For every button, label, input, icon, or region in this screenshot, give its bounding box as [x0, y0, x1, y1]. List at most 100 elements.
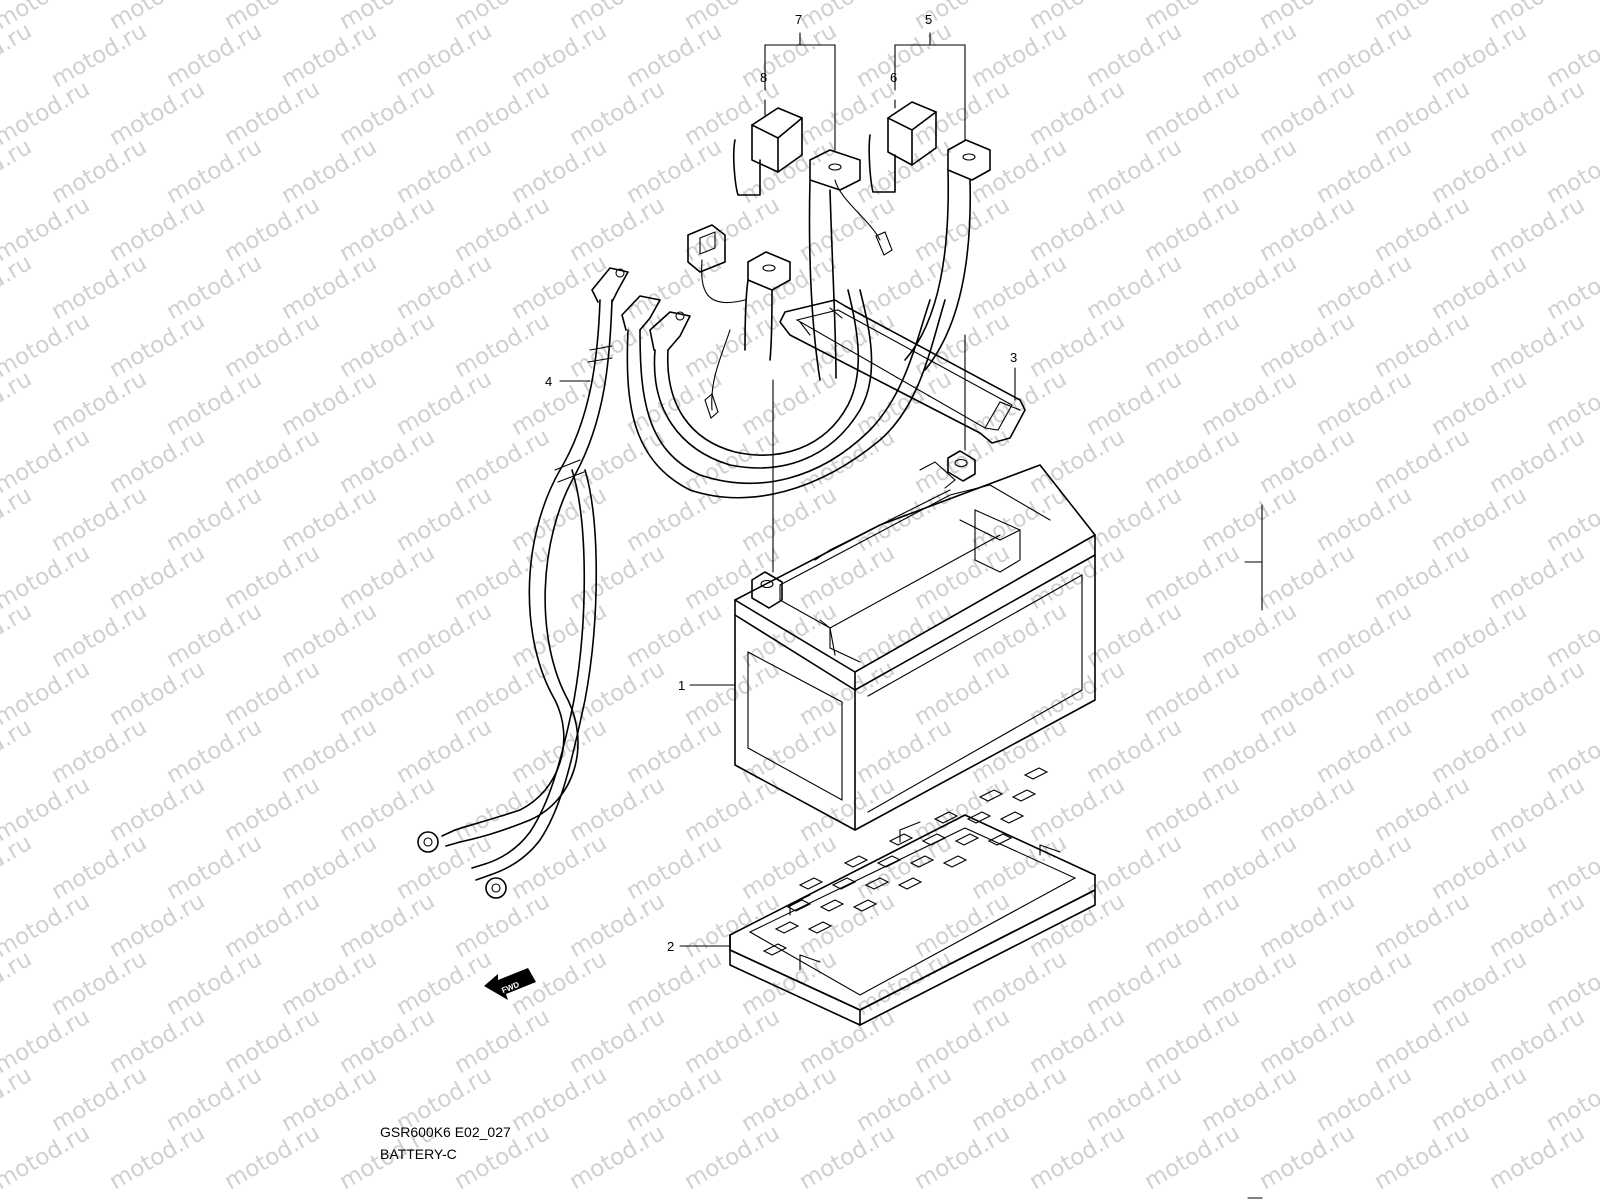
watermark-text: motod.ru [277, 830, 381, 905]
watermark-text: motod.ru [105, 424, 209, 499]
watermark-text: motod.ru [450, 1004, 554, 1079]
watermark-text: motod.ru [1427, 598, 1531, 673]
watermark-text: motod.ru [1255, 540, 1359, 615]
watermark-text: motod.ru [1255, 424, 1359, 499]
tray-slot [774, 921, 800, 934]
tray-slot [954, 833, 980, 846]
watermark-text: motod.ru [1197, 946, 1301, 1021]
watermark-text: motod.ru [277, 714, 381, 789]
watermark-text: motod.ru [1427, 946, 1531, 1021]
tray-slot [933, 811, 959, 824]
watermark-text: motod.ru [0, 714, 36, 789]
watermark-text: motod.ru [105, 76, 209, 151]
watermark-text: motod.ru [220, 772, 324, 847]
watermark-text: motod.ru [1197, 366, 1301, 441]
watermark-text: motod.ru [1370, 540, 1474, 615]
watermark-text: motod.ru [795, 76, 899, 151]
watermark-text: motod.ru [450, 76, 554, 151]
watermark-text: motod.ru [392, 482, 496, 557]
watermark-text: motod.ru [162, 830, 266, 905]
tray-slot-grid [762, 767, 1049, 956]
watermark-text: motod.ru [1082, 18, 1186, 93]
watermark-text: motod.ru [795, 1004, 899, 1079]
section-title: BATTERY-C [380, 1146, 457, 1162]
watermark-text: motod.ru [680, 1004, 784, 1079]
watermark-text: motod.ru [1140, 540, 1244, 615]
watermark-text: motod.ru [105, 308, 209, 383]
watermark-text: motod.ru [967, 134, 1071, 209]
watermark-text: motod.ru [335, 192, 439, 267]
watermark-text: motod.ru [852, 18, 956, 93]
watermark-text: motod.ru [1485, 656, 1589, 731]
watermark-text: motod.ru [105, 772, 209, 847]
watermark-text: motod.ru [737, 1062, 841, 1137]
watermark-text: motod.ru [335, 76, 439, 151]
watermark-text: motod.ru [162, 18, 266, 93]
watermark-text: motod.ru [737, 366, 841, 441]
watermark-text: motod.ru [277, 18, 381, 93]
watermark-text: motod.ru [507, 18, 611, 93]
watermark-text: motod.ru [795, 540, 899, 615]
watermark-text: motod.ru [622, 598, 726, 673]
watermark-text: motod.ru [1140, 192, 1244, 267]
watermark-text: motod.ru [0, 1062, 36, 1137]
watermark-text: motod.ru [450, 540, 554, 615]
watermark-text: motod.ru [795, 1120, 899, 1195]
watermark-text: motod.ru [680, 1120, 784, 1195]
watermark-text: motod.ru [1082, 598, 1186, 673]
watermark-text: motod.ru [450, 656, 554, 731]
watermark-text: motod.ru [277, 946, 381, 1021]
watermark-text: motod.ru [1370, 424, 1474, 499]
watermark-text: motod.ru [450, 308, 554, 383]
watermark-text: motod.ru [47, 830, 151, 905]
watermark-text: motod.ru [1312, 714, 1416, 789]
watermark-text: motod.ru [910, 308, 1014, 383]
watermark-text: motod.ru [1140, 308, 1244, 383]
tray-slot [852, 899, 878, 912]
watermark-text: motod.ru [220, 888, 324, 963]
watermark-text: motod.ru [1082, 714, 1186, 789]
watermark-text: motod.ru [1312, 366, 1416, 441]
watermark-text: motod.ru [335, 772, 439, 847]
watermark-text: motod.ru [105, 1004, 209, 1079]
watermark-text: motod.ru [1312, 134, 1416, 209]
watermark-text: motod.ru [852, 134, 956, 209]
watermark-text: motod.ru [105, 656, 209, 731]
cable-harness [417, 259, 946, 899]
watermark-text: motod.ru [1082, 1062, 1186, 1137]
watermark-text: motod.ru [392, 18, 496, 93]
terminal-covers [687, 139, 991, 381]
watermark-text: motod.ru [162, 482, 266, 557]
watermark-text: motod.ru [162, 714, 266, 789]
tray-slot [762, 943, 788, 956]
watermark-text: motod.ru [795, 192, 899, 267]
watermark-text: motod.ru [0, 250, 36, 325]
watermark-text: motod.ru [1427, 830, 1531, 905]
model-code: GSR600K6 E02_027 [380, 1124, 511, 1140]
watermark-text: motod.ru [622, 946, 726, 1021]
watermark-text: motod.ru [220, 76, 324, 151]
watermark-text: motod.ru [392, 946, 496, 1021]
watermark-text: motod.ru [680, 192, 784, 267]
watermark-text: motod.ru [910, 424, 1014, 499]
watermark-text: motod.ru [1312, 830, 1416, 905]
tray-slot [942, 855, 968, 868]
watermark-text: motod.ru [1140, 76, 1244, 151]
watermark-text: motod.ru [680, 888, 784, 963]
watermark-text: motod.ru [0, 1120, 94, 1195]
watermark-text: motod.ru [1312, 598, 1416, 673]
watermark-text: motod.ru [1485, 1120, 1589, 1195]
watermark-text: motod.ru [1312, 18, 1416, 93]
watermark-text: motod.ru [910, 1004, 1014, 1079]
callout-2: 2 [667, 939, 674, 954]
watermark-text: motod.ru [1255, 192, 1359, 267]
watermark-text: motod.ru [680, 424, 784, 499]
watermark-text: motod.ru [1312, 1062, 1416, 1137]
watermark-text: motod.ru [1485, 772, 1589, 847]
tray-slot [888, 833, 914, 846]
watermark-text: motod.ru [1427, 714, 1531, 789]
watermark-text: motod.ru [565, 888, 669, 963]
watermark-text: motod.ru [507, 134, 611, 209]
watermark-text: motod.ru [1140, 1120, 1244, 1195]
watermark-text: motod.ru [1370, 1120, 1474, 1195]
